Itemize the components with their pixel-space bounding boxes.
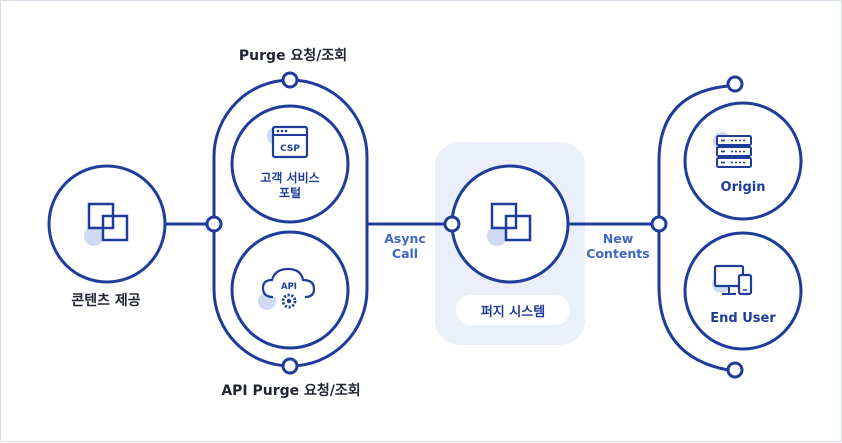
joint-dot-left (205, 215, 223, 233)
csp-browser-icon: CSP (267, 125, 309, 159)
end-user-label: End User (710, 311, 776, 326)
svg-text:CSP: CSP (280, 144, 300, 154)
async-call-line1: Async (384, 231, 426, 246)
joint-dot-system-left (443, 215, 461, 233)
csp-portal-node (230, 104, 350, 224)
content-provider-label: 콘텐츠 제공 (71, 293, 141, 309)
purge-request-label: Purge 요청/조회 (238, 48, 348, 64)
api-cloud-gear-icon: API (258, 267, 316, 310)
purge-system-node (450, 164, 570, 284)
joint-dot-enduser-bottom (726, 361, 744, 379)
async-call-label: Async Call (377, 231, 433, 261)
joint-dot-bottom (281, 357, 299, 375)
content-provider-node (47, 164, 167, 284)
window-stack-icon (84, 202, 129, 246)
new-contents-line2: Contents (586, 246, 650, 261)
csp-portal-label: 고객 서비스 포털 (250, 171, 330, 201)
csp-portal-label-line2: 포털 (278, 186, 302, 200)
joint-dot-origin-top (726, 75, 744, 93)
server-rack-icon (713, 132, 752, 168)
api-purge-request-label: API Purge 요청/조회 (221, 383, 361, 399)
origin-label: Origin (720, 180, 766, 195)
joint-dot-bracket (650, 215, 668, 233)
csp-portal-label-line1: 고객 서비스 (260, 171, 320, 185)
svg-text:API: API (281, 282, 297, 292)
new-contents-label: New Contents (581, 231, 655, 261)
new-contents-line1: New (602, 231, 634, 246)
async-call-line2: Call (391, 246, 419, 261)
devices-icon (712, 264, 753, 296)
joint-dot-top (281, 71, 299, 89)
window-stack-icon (487, 202, 532, 246)
purge-system-label: 퍼지 시스템 (456, 295, 570, 325)
